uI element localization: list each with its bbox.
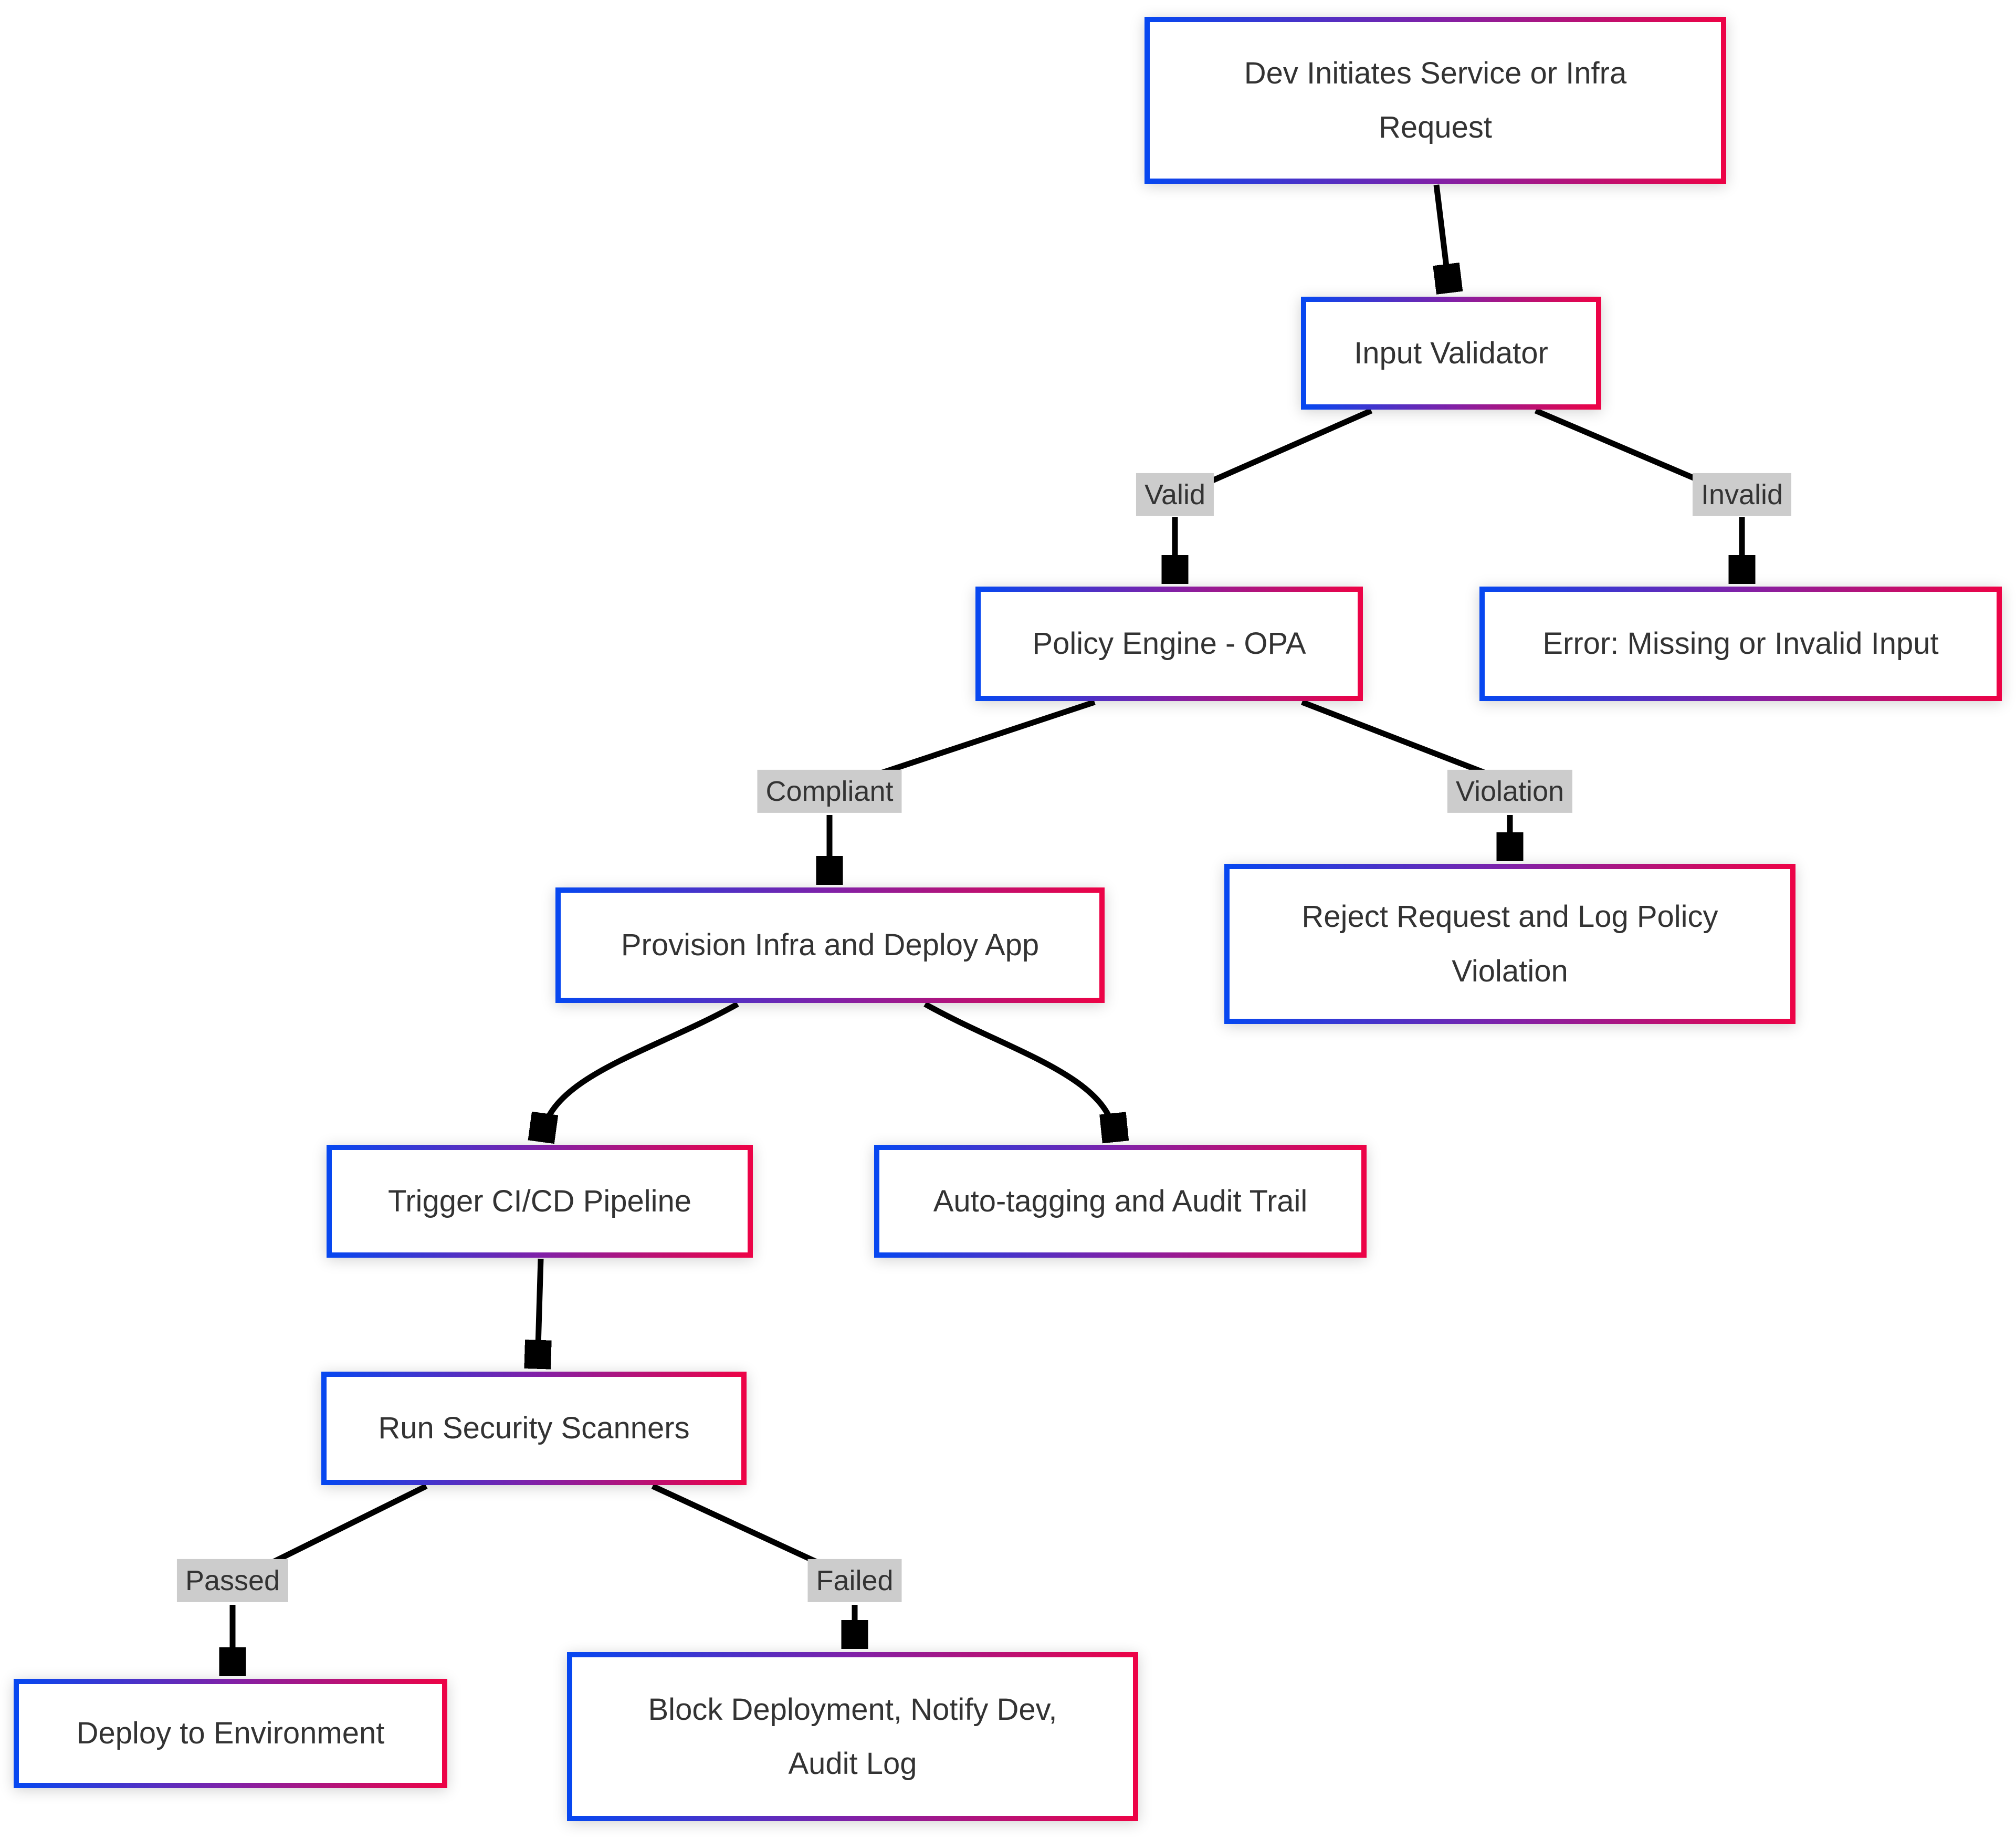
edge-label-failed: Failed — [807, 1559, 902, 1603]
node-input-validator: Input Validator — [1301, 297, 1601, 410]
node-run-security-scanners: Run Security Scanners — [321, 1372, 747, 1485]
node-block-deployment: Block Deployment, Notify Dev, Audit Log — [567, 1652, 1138, 1821]
node-trigger-cicd-pipeline: Trigger CI/CD Pipeline — [327, 1145, 753, 1258]
edge-label-violation: Violation — [1447, 769, 1573, 813]
edge-label-passed: Passed — [176, 1559, 289, 1603]
edge-label-valid: Valid — [1136, 473, 1214, 517]
edge-a-b-arrow — [1436, 184, 1449, 288]
edge-b-valid-line — [1195, 407, 1373, 490]
node-policy-engine-opa: Policy Engine - OPA — [975, 587, 1363, 701]
edge-e-g-arrow — [542, 1001, 739, 1137]
node-dev-initiates-request: Dev Initiates Service or Infra Request — [1144, 17, 1726, 184]
edge-i-failed-line — [651, 1483, 827, 1569]
node-error-invalid-input: Error: Missing or Invalid Input — [1479, 587, 2002, 701]
node-provision-deploy: Provision Infra and Deploy App — [555, 887, 1105, 1003]
node-deploy-to-environment: Deploy to Environment — [14, 1679, 447, 1788]
edge-label-compliant: Compliant — [757, 769, 902, 813]
edge-e-h-arrow — [923, 1001, 1115, 1137]
edge-g-i-arrow — [538, 1258, 541, 1364]
edge-c-compliant-line — [870, 699, 1096, 779]
edge-label-invalid: Invalid — [1692, 473, 1792, 517]
edge-b-invalid-line — [1534, 407, 1717, 490]
node-auto-tagging-audit-trail: Auto-tagging and Audit Trail — [874, 1145, 1367, 1258]
edge-i-passed-line — [264, 1483, 428, 1569]
node-reject-log-violation: Reject Request and Log Policy Violation — [1224, 864, 1796, 1024]
edge-c-violation-line — [1301, 699, 1495, 779]
